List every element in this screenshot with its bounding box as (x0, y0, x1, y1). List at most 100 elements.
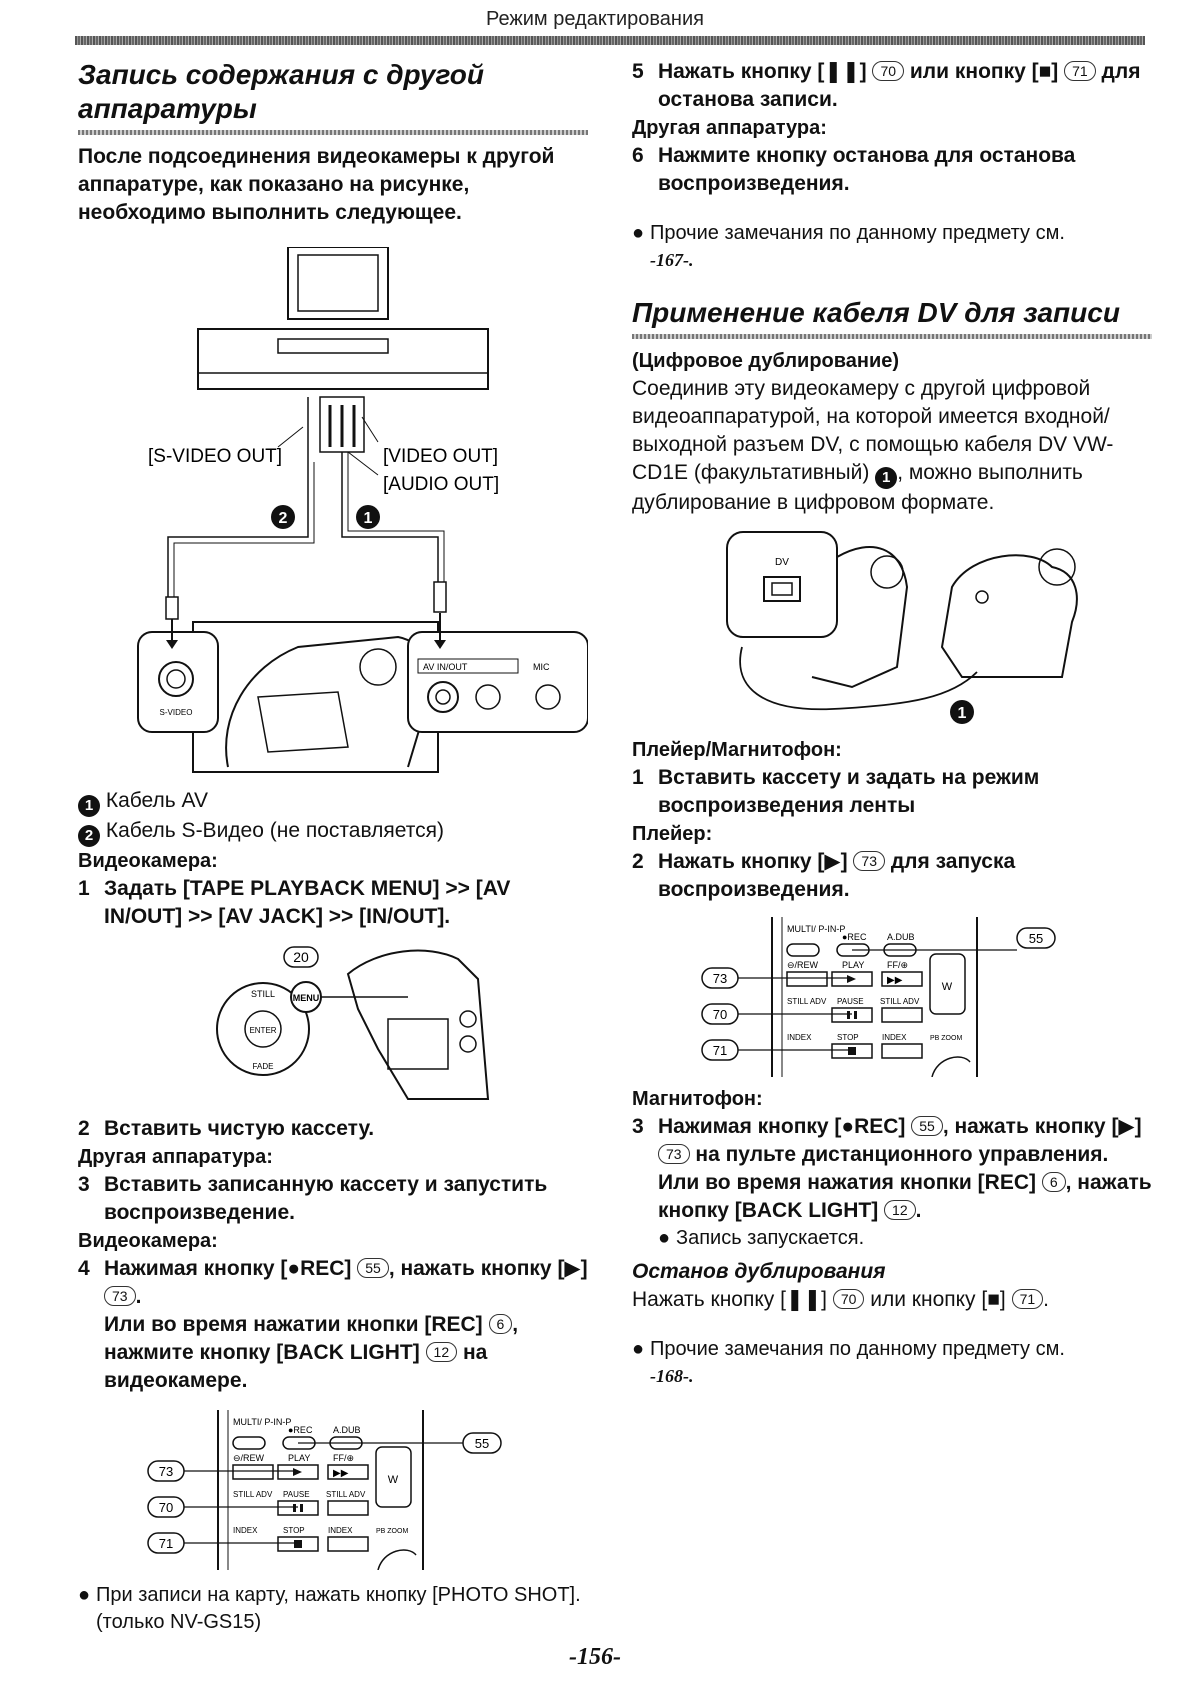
tv-icon (287, 247, 389, 320)
svg-text:PAUSE: PAUSE (283, 1490, 310, 1499)
svg-text:⊖/REW: ⊖/REW (787, 960, 819, 970)
ref-71-badge: 71 (1011, 1289, 1044, 1309)
svg-text:STILL ADV: STILL ADV (233, 1490, 273, 1499)
svg-text:W: W (388, 1474, 399, 1486)
dv-connection-diagram: DV 1 (726, 531, 1078, 724)
svg-text:PLAY: PLAY (288, 1453, 310, 1463)
note-1: ●Прочие замечания по данному предмету см… (632, 222, 1065, 270)
other-equipment-label-1: Другая аппаратура: (78, 1146, 273, 1168)
bullet-card-note: ●При записи на карту, нажать кнопку [PHO… (78, 1584, 581, 1633)
ref-71-badge: 71 (713, 1043, 727, 1058)
ref-73-badge: 73 (658, 1144, 690, 1164)
step-4: 4 Нажимая кнопку [●REC] 55, нажать кнопк… (78, 1257, 588, 1392)
recorder-label: Магнитофон: (632, 1088, 763, 1110)
ref-12-badge: 12 (425, 1342, 458, 1362)
svg-text:INDEX: INDEX (328, 1526, 353, 1535)
section-rule-2 (632, 334, 1152, 339)
step-5: 5 Нажать кнопку [❚❚] 70 или кнопку [■] 7… (632, 60, 1141, 111)
r-step-3: 3 Нажимая кнопку [●REC] 55, нажать кнопк… (632, 1115, 1152, 1222)
camera-2-icon (940, 554, 1078, 678)
ref-70-badge: 70 (159, 1500, 173, 1515)
stop-dubbing-text: Нажать кнопку [❚❚] 70 или кнопку [■] 71. (632, 1288, 1049, 1311)
svg-text:⊖/REW: ⊖/REW (233, 1453, 265, 1463)
note-2: ●Прочие замечания по данному предмету см… (632, 1338, 1065, 1386)
ref-55-badge: 55 (1029, 931, 1043, 946)
player-label: Плейер: (632, 823, 713, 845)
dv-description: Соединив эту видеокамеру с другой цифров… (632, 377, 1114, 514)
section-rule (78, 130, 588, 135)
bullet-recording-starts: ●Запись запускается. (658, 1227, 865, 1249)
legend-1-marker-icon: 1 (78, 795, 100, 817)
ref-73-badge: 73 (104, 1286, 136, 1306)
svg-text:MENU: MENU (293, 993, 320, 1003)
svg-text:●REC: ●REC (288, 1425, 313, 1435)
svg-text:W: W (942, 981, 953, 993)
ref-70-badge: 70 (832, 1289, 865, 1309)
svg-text:MULTI/ P-IN-P: MULTI/ P-IN-P (787, 924, 845, 934)
svg-text:STOP: STOP (283, 1526, 305, 1535)
player-recorder-label: Плейер/Магнитофон: (632, 739, 842, 761)
svg-text:PLAY: PLAY (842, 960, 864, 970)
stop-button-icon (277, 1536, 319, 1552)
header-rule (75, 36, 1145, 45)
svg-text:A.DUB: A.DUB (887, 932, 915, 942)
vcr-icon (197, 328, 489, 390)
svg-text:STILL ADV: STILL ADV (880, 997, 920, 1006)
legend-2: 2 Кабель S-Видео (не поставляется) (78, 817, 588, 847)
camera-label-1: Видеокамера: (78, 850, 218, 872)
legend-2-marker-icon: 2 (78, 825, 100, 847)
camera-body-icon (346, 949, 490, 1100)
svg-text:PB ZOOM: PB ZOOM (930, 1035, 962, 1042)
svg-text:STILL ADV: STILL ADV (326, 1490, 366, 1499)
ref-55-badge: 55 (475, 1436, 489, 1451)
stop-dubbing-title: Останов дублирования (632, 1260, 886, 1283)
label-s-video-out: [S-VIDEO OUT] (148, 446, 282, 467)
ref-73-badge: 73 (853, 851, 885, 871)
section-title-dv-cable: Применение кабеля DV для записи (632, 297, 1120, 328)
pause-button-icon (831, 1007, 873, 1023)
page-ref-167[interactable]: -167-. (650, 250, 694, 270)
svg-text:●REC: ●REC (842, 932, 867, 942)
svg-text:A.DUB: A.DUB (333, 1425, 361, 1435)
ref-20-badge: 20 (293, 949, 309, 965)
remote-control-figure-left: MULTI/ P-IN-P ●REC A.DUB 55 ⊖/REW PLAY F… (147, 1410, 502, 1570)
page-ref-168[interactable]: -168-. (650, 1366, 694, 1386)
camera-1-icon (811, 546, 909, 689)
dv-cable (739, 646, 978, 711)
marker-1-icon: 1 (875, 467, 898, 489)
marker-1-icon (356, 505, 380, 529)
play-button-icon (831, 971, 873, 987)
svg-text:FF/⊕: FF/⊕ (333, 1453, 354, 1463)
play-button-icon (277, 1464, 319, 1480)
remote-control-figure-right: MULTI/ P-IN-P ●REC A.DUB 55 ⊖/REW PLAY F… (701, 917, 1056, 1077)
ref-70-badge: 70 (872, 61, 905, 81)
stop-button-icon (831, 1043, 873, 1059)
camera-label-2: Видеокамера: (78, 1230, 218, 1252)
svg-text:STILL ADV: STILL ADV (787, 997, 827, 1006)
label-video-out: [VIDEO OUT] (383, 446, 498, 467)
svg-text:DV: DV (775, 557, 789, 568)
svg-text:1: 1 (364, 510, 373, 527)
r-step-2: 2 Нажать кнопку [▶] 73 для запуска воспр… (632, 850, 1016, 901)
legend-1: 1 Кабель AV (78, 787, 588, 817)
av-jack-inset (407, 631, 588, 733)
right-column: 5 Нажать кнопку [❚❚] 70 или кнопку [■] 7… (632, 58, 1152, 1390)
intro-text: После подсоединения видеокамеры к другой… (78, 145, 555, 224)
ref-55-badge: 55 (357, 1258, 389, 1278)
s-video-jack-inset (137, 631, 219, 733)
svg-text:MULTI/ P-IN-P: MULTI/ P-IN-P (233, 1417, 291, 1427)
svg-text:AV IN/OUT: AV IN/OUT (423, 662, 468, 672)
ref-6-badge: 6 (488, 1314, 513, 1334)
pause-button-icon (277, 1500, 319, 1516)
dv-jack-inset (726, 531, 838, 638)
svg-text:INDEX: INDEX (233, 1526, 258, 1535)
page-number: -156- (569, 1644, 621, 1670)
sub-title-digital-dub: (Цифровое дублирование) (632, 350, 900, 372)
ref-71-badge: 71 (159, 1536, 173, 1551)
section-title-other-equipment: Запись содержания с другой аппаратуры (78, 59, 484, 124)
